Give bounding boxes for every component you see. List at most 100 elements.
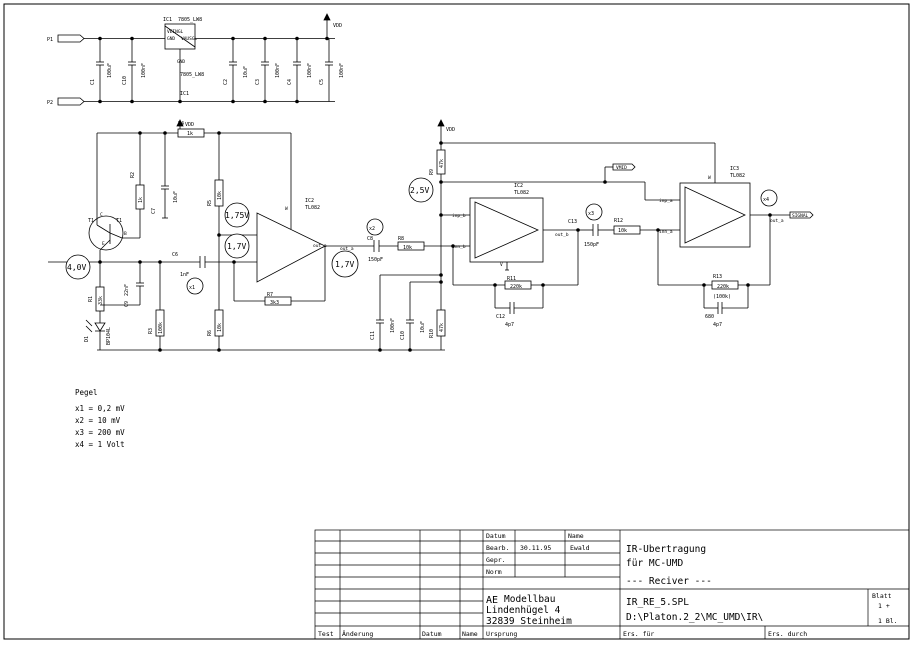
vdd-label-stage1: VDD [185, 122, 194, 128]
level-x2: x2 [369, 226, 375, 232]
op3-in-m: inn_a [659, 229, 673, 235]
c8-value: 150pF [368, 257, 383, 263]
tb-blatt-label: Blatt [872, 592, 892, 600]
r10-value: 47k [439, 323, 445, 332]
r13-note: (100k) [713, 294, 731, 300]
vdd-label-top: VDD [333, 23, 342, 29]
ic1-pin-out: VAUSGL [181, 36, 198, 42]
r2-value: 1k [138, 197, 144, 203]
tb-company-2: Lindenhügel 4 [486, 605, 561, 616]
c12-value: 4p7 [505, 322, 514, 328]
c10-power-ref: C10 [122, 76, 128, 85]
c2-value: 10uF [243, 66, 249, 78]
tb-drawing-number: IR_RE_5.SPL [626, 597, 689, 608]
r3-value: 100k [158, 322, 164, 334]
c8-ref: C8 [367, 236, 373, 242]
c6-value: 1nF [180, 272, 189, 278]
title-block: Datum Name Bearb. 30.11.95 Ewald Gepr. N… [318, 532, 898, 638]
c14-value: 4p7 [713, 322, 722, 328]
pegel-row: x3 = 200 mV [75, 428, 125, 437]
level-circle-x4 [760, 189, 778, 207]
tb-foot-name: Name [462, 630, 478, 638]
r6-value: 10k [217, 323, 223, 332]
op2-in-m: inn_b [452, 244, 466, 250]
t1-label: T1 [116, 218, 122, 224]
op2-amplifier-icon [474, 201, 539, 259]
c7-ref: C7 [151, 208, 157, 214]
tb-file-path: D:\Platon.2_2\MC_UMD\IR\ [626, 612, 763, 623]
level-circle-x1 [186, 277, 204, 295]
t1-pin-b: B [124, 231, 127, 237]
r13-ref: R13 [713, 274, 722, 280]
t1-ref: T1 [88, 218, 94, 224]
ic1-model-bottom: 7805_LW8 [180, 72, 204, 78]
c4-ref: C4 [287, 79, 293, 85]
tb-bearb-label: Bearb. [486, 544, 509, 552]
c5-ref: C5 [319, 79, 325, 85]
tb-title-2: für MC-UMD [626, 558, 683, 569]
r12-ref: R12 [614, 218, 623, 224]
signal-out-port-icon [789, 211, 814, 219]
level-x4: x4 [763, 197, 769, 203]
d1-photodiode-icon [94, 322, 106, 332]
op1-out-pin: out_a [313, 243, 327, 249]
pegel-legend: Pegel x1 = 0,2 mV x2 = 10 mV x3 = 200 mV… [75, 388, 125, 449]
level-circle-op1-in [224, 233, 250, 259]
ic1-pin-in: VEINGL [167, 29, 184, 35]
c13-value: 150pF [584, 242, 599, 248]
ic1-ref-bottom: IC1 [180, 91, 189, 97]
op3-block [679, 182, 751, 248]
port-p2-label: P2 [47, 100, 53, 106]
level-r5: 1,75V [225, 211, 249, 220]
ic1-gnd-label: GND [177, 59, 185, 65]
t1-pin-c: C [100, 212, 103, 218]
ic1-model: 7805_LW8 [178, 17, 202, 23]
op1-pin-w: W [285, 206, 288, 212]
ic1-ref: IC1 [163, 17, 172, 23]
c10-value: 10uF [420, 321, 426, 333]
c14-note: 680 [705, 314, 714, 320]
r1-value: 33k [98, 296, 104, 305]
c6-ref: C6 [172, 252, 178, 258]
wiring [48, 13, 814, 351]
c1-value: 100uF [107, 63, 113, 78]
op1-model: TL082 [305, 205, 320, 211]
tb-foot-ursprung: Ursprung [486, 630, 517, 638]
tb-blatt-value: 1 + [878, 602, 890, 610]
level-circle-t1 [65, 254, 91, 280]
sheet-border [3, 3, 910, 640]
tb-foot-aenderung: Änderung [342, 629, 373, 638]
c5-value: 100nF [339, 63, 345, 78]
tb-bearb-name: Ewald [570, 544, 590, 552]
tb-name-header: Name [568, 532, 584, 540]
level-x1: x1 [189, 285, 195, 291]
tb-norm-label: Norm [486, 568, 502, 576]
op2-model: TL082 [514, 190, 529, 196]
level-circle-r5 [224, 202, 250, 228]
signal-out-label: SIGNAL [792, 213, 809, 219]
r4-value: 1k [187, 131, 193, 137]
r11-value: 220k [510, 284, 522, 290]
d1-value: BP104L [106, 327, 112, 345]
junctions [98, 36, 772, 352]
level-markers [65, 177, 778, 295]
vmid-port-icon [612, 163, 636, 171]
r13-value: 220k [717, 284, 729, 290]
r6-ref: R6 [207, 330, 213, 336]
vmid-label: VMID [616, 165, 627, 171]
r7-value: 3k3 [270, 300, 279, 306]
c3-value: 100nF [275, 63, 281, 78]
level-circle-op1-out [331, 250, 359, 278]
r12-value: 10k [618, 228, 627, 234]
op2-in-p: inp_b [452, 213, 466, 219]
r9-value: 47k [439, 159, 445, 168]
port-p1-label: P1 [47, 37, 53, 43]
c1-ref: C1 [90, 79, 96, 85]
pegel-row: x2 = 10 mV [75, 416, 121, 425]
d1-ref: D1 [84, 336, 90, 342]
r11-ref: R11 [507, 276, 516, 282]
c10-power-value: 100nF [141, 63, 147, 78]
port-p1-icon [57, 34, 85, 43]
op2-pin-v: V [500, 262, 503, 268]
